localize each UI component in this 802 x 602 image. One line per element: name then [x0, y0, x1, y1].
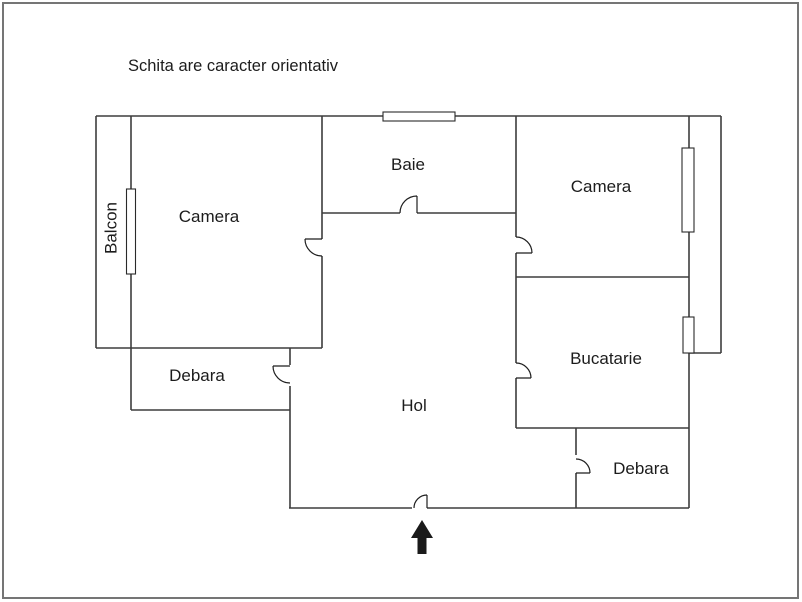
window-bucatarie	[682, 316, 695, 354]
windows	[125, 111, 695, 354]
room-label-hol: Hol	[401, 396, 427, 415]
door-camera-left	[304, 238, 323, 257]
room-label-debara-right: Debara	[613, 459, 669, 478]
window-baie	[382, 111, 456, 122]
doors	[272, 195, 591, 509]
room-label-baie: Baie	[391, 155, 425, 174]
window-camera-right	[681, 147, 695, 233]
door-debara-left	[272, 365, 291, 384]
door-bucatarie	[515, 362, 532, 379]
walls	[95, 115, 722, 509]
window-balcony	[125, 188, 137, 275]
room-label-bucatarie: Bucatarie	[570, 349, 642, 368]
room-label-camera-right: Camera	[571, 177, 632, 196]
entrance-arrow-icon	[411, 520, 433, 554]
room-label-camera-left: Camera	[179, 207, 240, 226]
labels: Schita are caracter orientativ Balcon Ca…	[101, 57, 669, 478]
plan-title: Schita are caracter orientativ	[128, 57, 339, 75]
room-label-debara-left: Debara	[169, 366, 225, 385]
door-entry	[413, 494, 428, 509]
room-label-balcon: Balcon	[101, 202, 120, 254]
door-baie	[399, 195, 418, 214]
door-debara-right	[575, 458, 591, 474]
door-camera-right	[515, 236, 533, 254]
